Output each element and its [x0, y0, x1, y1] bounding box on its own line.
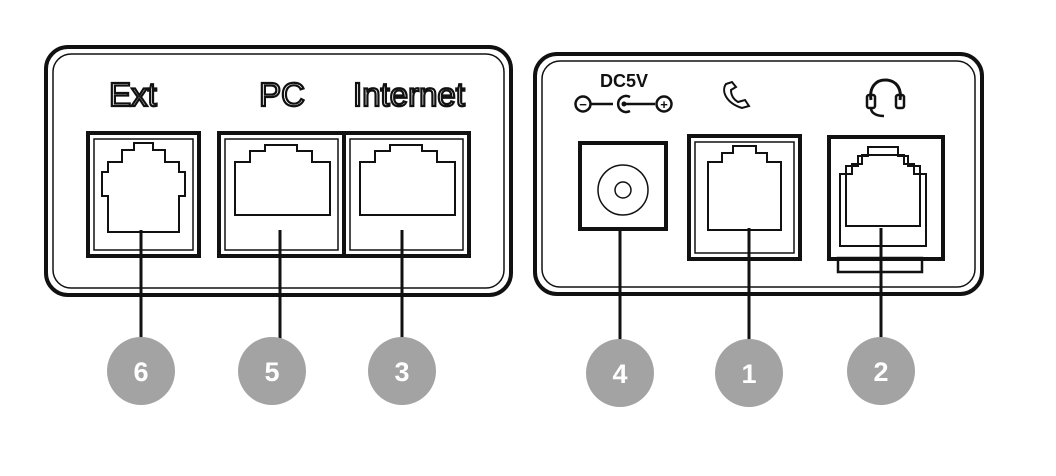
ext-port-jack	[86, 131, 201, 258]
power-port-jack	[578, 141, 668, 231]
left-port-panel: Ext PC Internet	[44, 45, 513, 297]
callout-number-power: 4	[612, 359, 627, 389]
power-port-label: DC5V	[600, 71, 648, 91]
right-panel-inner-frame	[541, 60, 976, 288]
callout-badge-handset: 1	[715, 339, 783, 407]
polarity-positive-sign: +	[660, 97, 668, 112]
headset-icon	[865, 78, 906, 118]
callout-badge-pc: 5	[238, 337, 306, 405]
polarity-symbol: − +	[574, 94, 673, 114]
callout-leader-lines	[139, 228, 883, 342]
callout-number-internet: 3	[394, 357, 409, 387]
callout-badge-ext: 6	[107, 337, 175, 405]
internet-port-label: Internet	[353, 76, 465, 113]
callout-badge-power: 4	[586, 339, 654, 407]
internet-port-jack	[342, 131, 471, 258]
callout-number-handset: 1	[741, 359, 756, 389]
callout-number-ext: 6	[133, 357, 148, 387]
handset-port-jack	[687, 134, 802, 261]
headset-port-jack	[827, 135, 945, 274]
pc-port-label: PC	[259, 76, 305, 113]
ext-port-label: Ext	[109, 76, 157, 113]
polarity-negative-sign: −	[579, 97, 587, 112]
handset-icon	[723, 80, 751, 110]
right-panel-outer-frame	[533, 52, 984, 296]
right-port-panel: DC5V − +	[533, 52, 984, 296]
callout-number-headset: 2	[873, 357, 888, 387]
callout-badge-internet: 3	[368, 337, 436, 405]
callout-number-pc: 5	[264, 357, 279, 387]
callout-badge-headset: 2	[847, 337, 915, 405]
